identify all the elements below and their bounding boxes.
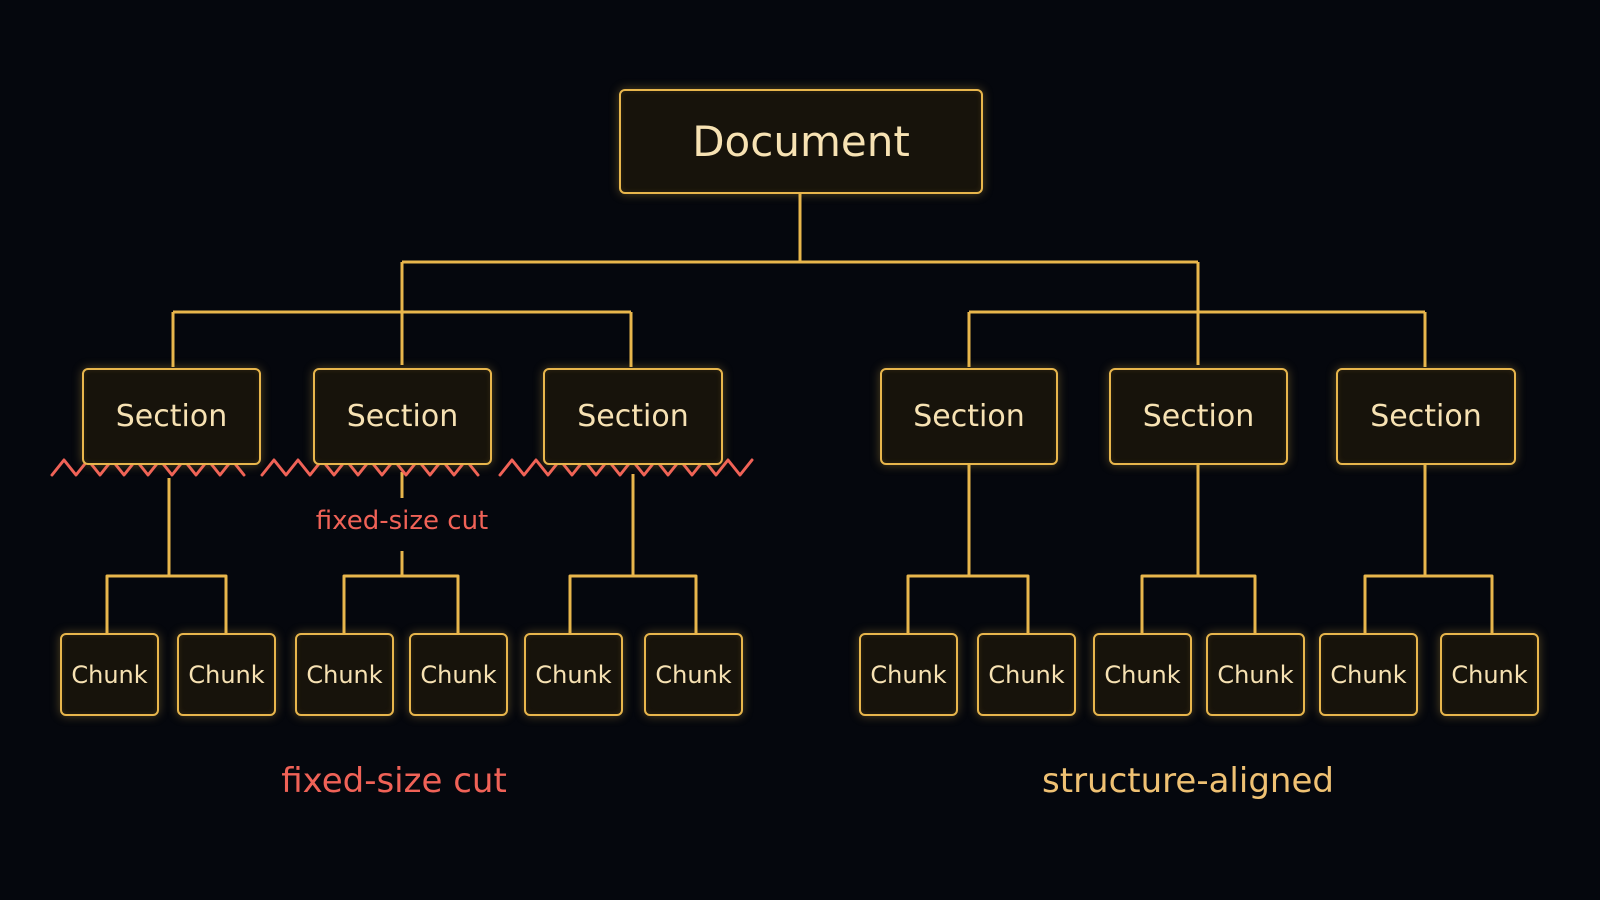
- chunk-label: Chunk: [1217, 660, 1294, 689]
- right-chunk-6: Chunk: [1440, 633, 1539, 716]
- section-label: Section: [577, 399, 689, 434]
- right-chunk-4: Chunk: [1206, 633, 1305, 716]
- section-label: Section: [1142, 399, 1255, 434]
- chunk-label: Chunk: [188, 660, 265, 689]
- left-group-caption: fixed-size cut: [281, 761, 507, 801]
- right-section-3-chunk-bus: [1363, 574, 1494, 634]
- chunk-label: Chunk: [71, 660, 148, 689]
- left-section-1: Section: [82, 368, 261, 465]
- right-section-2: Section: [1109, 368, 1288, 465]
- chunk-label: Chunk: [1330, 660, 1407, 689]
- left-chunk-5: Chunk: [524, 633, 623, 716]
- connector-lines: [105, 193, 1494, 634]
- right-chunk-5: Chunk: [1319, 633, 1418, 716]
- right-section-1: Section: [880, 368, 1058, 465]
- left-chunk-6: Chunk: [644, 633, 743, 716]
- left-section-2: Section: [313, 368, 492, 465]
- chunk-label: Chunk: [655, 660, 732, 689]
- right-chunk-2: Chunk: [977, 633, 1076, 716]
- left-section-1-chunk-bus: [105, 574, 228, 634]
- right-section-1-chunk-bus: [906, 574, 1030, 634]
- section-label: Section: [1370, 399, 1482, 434]
- document-label: Document: [692, 117, 910, 166]
- right-group-caption: structure-aligned: [1042, 761, 1334, 801]
- left-chunk-4: Chunk: [409, 633, 508, 716]
- left-section-2-chunk-bus: [342, 574, 460, 634]
- chunk-label: Chunk: [535, 660, 612, 689]
- cut-line-segment-3: [498, 458, 754, 477]
- chunk-label: Chunk: [420, 660, 497, 689]
- chunk-label: Chunk: [1451, 660, 1528, 689]
- left-chunk-1: Chunk: [60, 633, 159, 716]
- section-label: Section: [346, 399, 459, 434]
- section-label: Section: [115, 399, 228, 434]
- right-chunk-1: Chunk: [859, 633, 958, 716]
- fixed-size-cut-label: fixed-size cut: [315, 506, 489, 536]
- section-label: Section: [913, 399, 1025, 434]
- left-section-3-chunk-bus: [568, 574, 698, 634]
- document-node: Document: [619, 89, 983, 194]
- chunk-label: Chunk: [306, 660, 383, 689]
- right-section-3: Section: [1336, 368, 1516, 465]
- cut-line-segment-1: [50, 458, 246, 477]
- chunk-label: Chunk: [1104, 660, 1181, 689]
- chunk-label: Chunk: [870, 660, 947, 689]
- right-section-2-chunk-bus: [1140, 574, 1257, 634]
- left-chunk-3: Chunk: [295, 633, 394, 716]
- left-section-3: Section: [543, 368, 723, 465]
- right-chunk-3: Chunk: [1093, 633, 1192, 716]
- chunk-label: Chunk: [988, 660, 1065, 689]
- left-chunk-2: Chunk: [177, 633, 276, 716]
